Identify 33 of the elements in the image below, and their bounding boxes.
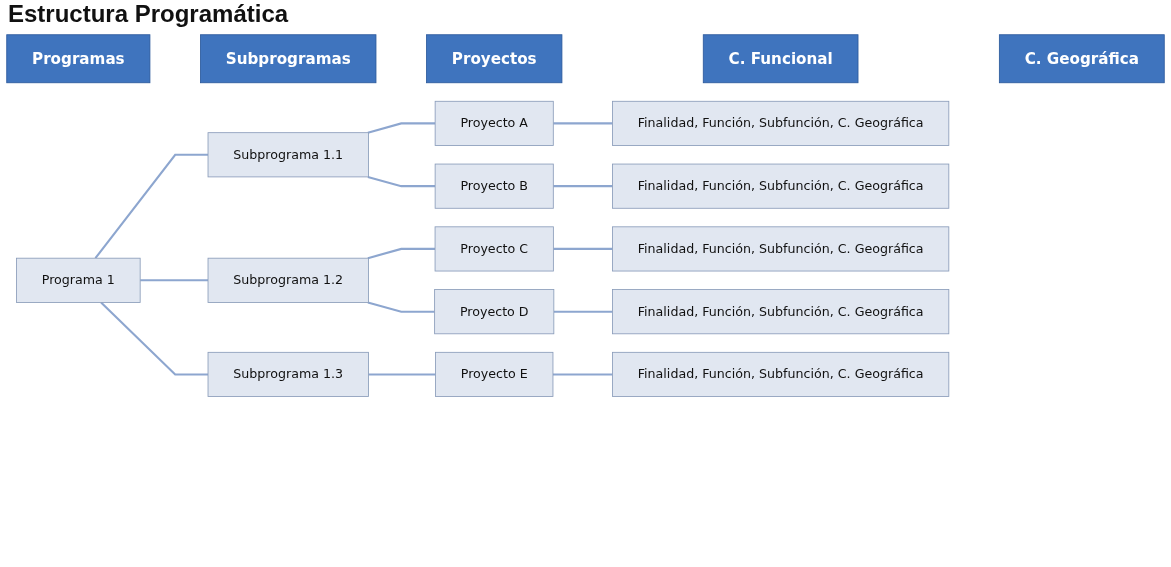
node-box: Proyecto C [434,226,554,272]
node-box: Programa 1 [16,257,141,303]
connector [367,122,436,134]
connector [94,153,208,259]
connector [367,301,435,313]
node-box: Subprograma 1.1 [207,132,369,178]
node-box: Proyecto B [434,163,554,209]
connector [140,279,208,282]
connector [553,310,613,313]
connector [552,373,613,376]
node-box: Finalidad, Función, Subfunción, C. Geográfica [612,226,950,272]
node-box: Programas [6,34,151,84]
node-box: Proyecto A [434,100,554,146]
node-box: Proyectos [426,34,563,84]
node-box: C. Geográfica [998,34,1165,84]
connector [368,373,436,376]
connector [553,185,613,188]
node-box: Finalidad, Función, Subfunción, C. Geográfica [612,351,950,397]
connector [367,247,436,260]
connector [100,301,208,376]
node-box: Finalidad, Función, Subfunción, C. Geográfica [612,100,950,146]
connector [553,122,613,125]
node-box: Proyecto E [435,351,554,397]
node-box: Finalidad, Función, Subfunción, C. Geográfica [612,163,950,209]
node-box: Subprograma 1.2 [207,257,369,303]
node-box: Subprograma 1.3 [207,351,369,397]
node-box: Proyecto D [434,289,555,335]
node-box: Subprogramas [200,34,377,84]
connector [367,175,436,188]
node-box: C. Funcional [702,34,859,84]
node-box: Finalidad, Función, Subfunción, C. Geográfica [612,289,950,335]
diagram-title: Estructura Programática [7,0,290,28]
connector [553,247,613,250]
